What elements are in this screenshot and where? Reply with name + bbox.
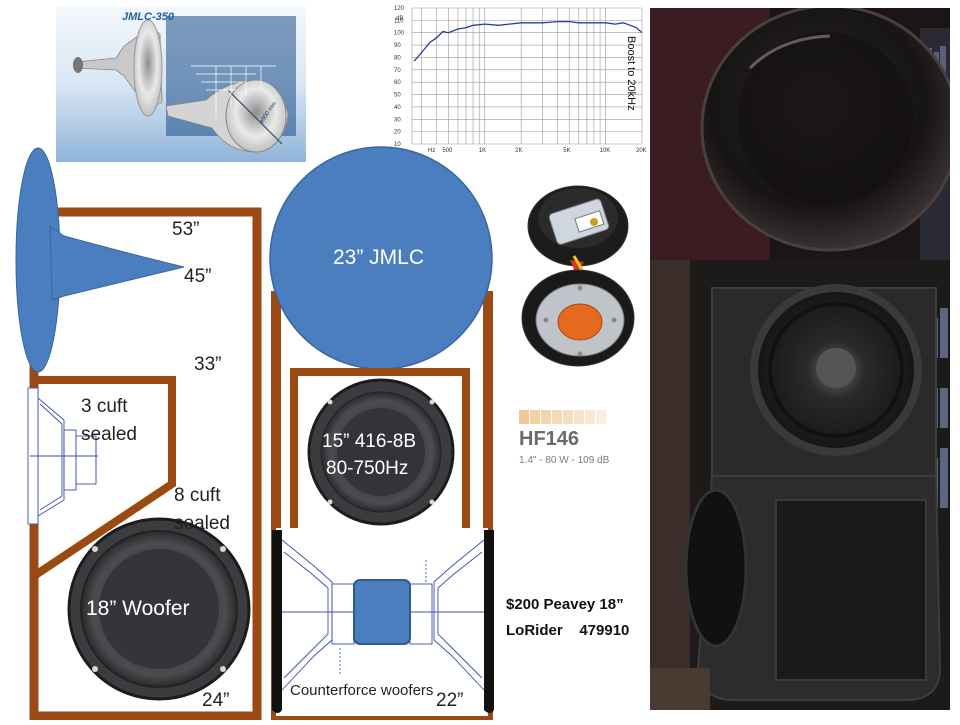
dimension-bottom-right: 22” [436,690,464,711]
chart-y-tick: 110 [394,18,404,24]
chart-x-tick: 500 [442,148,453,154]
large-chamber-line2: sealed [174,513,230,534]
chart-y-tick: 80 [394,55,401,61]
jmlc-horn-label: 23” JMLC [333,246,425,269]
mid-woofer-line2: 80-750Hz [326,458,409,479]
chart-y-tick: 90 [394,43,401,49]
counterforce-label: Counterforce woofers [290,682,434,699]
right-cabinet-outline [271,291,493,721]
driver-model: HF146 [519,428,580,450]
left-horn-mouth [15,147,61,373]
counterforce-coupler-block [353,579,411,645]
horn-render-drawing: JMLC-350 ø900 mm [56,6,306,162]
chart-x-tick: 1K [479,148,486,154]
chart-y-tick: 10 [394,142,401,148]
chart-y-tick: 50 [394,93,401,99]
small-chamber-line2: sealed [81,424,137,445]
chart-y-tick: 100 [394,31,405,37]
dimension-mid: 33” [194,354,222,375]
woofer-18-label: 18” Woofer [86,597,190,620]
chart-y-tick: 40 [394,105,401,111]
chart-y-unit: dB [396,16,403,22]
peavey-line1: $200 Peavey 18” [506,596,624,613]
dimension-bottom-left: 24” [202,690,230,711]
chart-y-tick: 60 [394,80,401,86]
chart-y-tick: 30 [394,117,401,123]
large-chamber-line1: 8 cuft [174,485,221,506]
left-cabinet-outline [29,207,262,721]
speaker-photo [650,4,960,710]
horn-render-image: JMLC-350 ø900 mm [56,6,306,162]
chart-x-tick: 5K [563,148,570,154]
chart-x-unit: Hz [428,148,435,154]
speaker-photo-drawing [650,4,960,710]
chart-x-tick: 2K [515,148,522,154]
dimension-horn: 45” [184,266,212,287]
compression-driver-drawing [521,185,635,367]
hf146-color-swatches [519,410,609,424]
frequency-response-svg: 120 110 100 90 80 70 60 50 40 30 20 10 dB 500 1K 2K 5K 1… [392,4,650,154]
peavey-line2: LoRider 479910 [506,622,630,639]
frequency-response-chart: 120 110 100 90 80 70 60 50 40 30 20 10 dB 500 1K 2K 5K 1… [392,4,650,154]
mid-woofer-enclosure [290,368,470,538]
compression-driver-images [516,178,636,378]
swatch-strip [519,410,606,424]
small-chamber-line1: 3 cuft [81,396,128,417]
mid-woofer-line1: 15” 416-8B [322,431,417,452]
horn-model-title: JMLC-350 [122,11,175,23]
driver-specs: 1.4" - 80 W - 109 dB [519,455,610,466]
chart-y-tick: 20 [394,130,401,136]
dimension-top: 53” [172,219,200,240]
chart-y-tick: 70 [394,68,401,74]
chart-x-tick: 20K [636,148,647,154]
counterforce-woofers-drawing [281,539,485,691]
chart-x-tick: 10K [600,148,611,154]
chart-y-tick: 120 [394,6,405,12]
chart-annotation: Boost to 20kHz [625,36,637,111]
frequency-response-curve [413,20,643,62]
left-horn-body [49,225,185,301]
